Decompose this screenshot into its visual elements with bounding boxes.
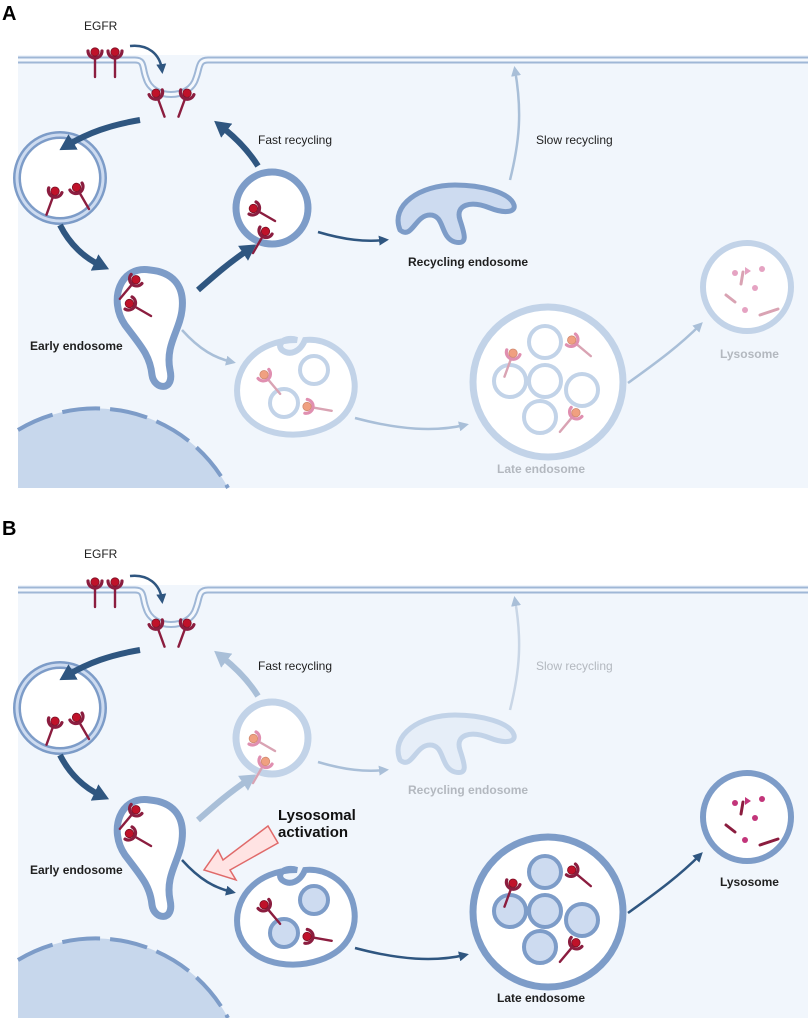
slow-recycling-label: Slow recycling: [536, 133, 613, 147]
callout-line-2: activation: [278, 824, 348, 841]
panel-letter-a: A: [2, 3, 16, 25]
panel-letter-b: B: [2, 518, 16, 540]
late-endosome-label: Late endosome: [497, 991, 585, 1005]
lysosome-label: Lysosome: [720, 875, 779, 889]
lysosome-label: Lysosome: [720, 347, 779, 361]
panel-a: A EGFR Early endosome Fast recycling Rec…: [2, 3, 808, 488]
recycling-endosome-label: Recycling endosome: [408, 783, 528, 797]
callout-line-1: Lysosomal: [278, 807, 356, 824]
panel-b: B EGFR Early endosome Fast recycling Rec…: [2, 518, 808, 1018]
early-endosome-label: Early endosome: [30, 339, 123, 353]
fast-recycling-label: Fast recycling: [258, 659, 332, 673]
late-endosome-label: Late endosome: [497, 462, 585, 476]
egfr-label: EGFR: [84, 547, 118, 561]
early-endosome-label: Early endosome: [30, 863, 123, 877]
fast-recycling-label: Fast recycling: [258, 133, 332, 147]
lysosomal-activation-arrow: [202, 824, 280, 882]
egfr-label: EGFR: [84, 19, 118, 33]
recycling-endosome-label: Recycling endosome: [408, 255, 528, 269]
slow-recycling-label: Slow recycling: [536, 659, 613, 673]
